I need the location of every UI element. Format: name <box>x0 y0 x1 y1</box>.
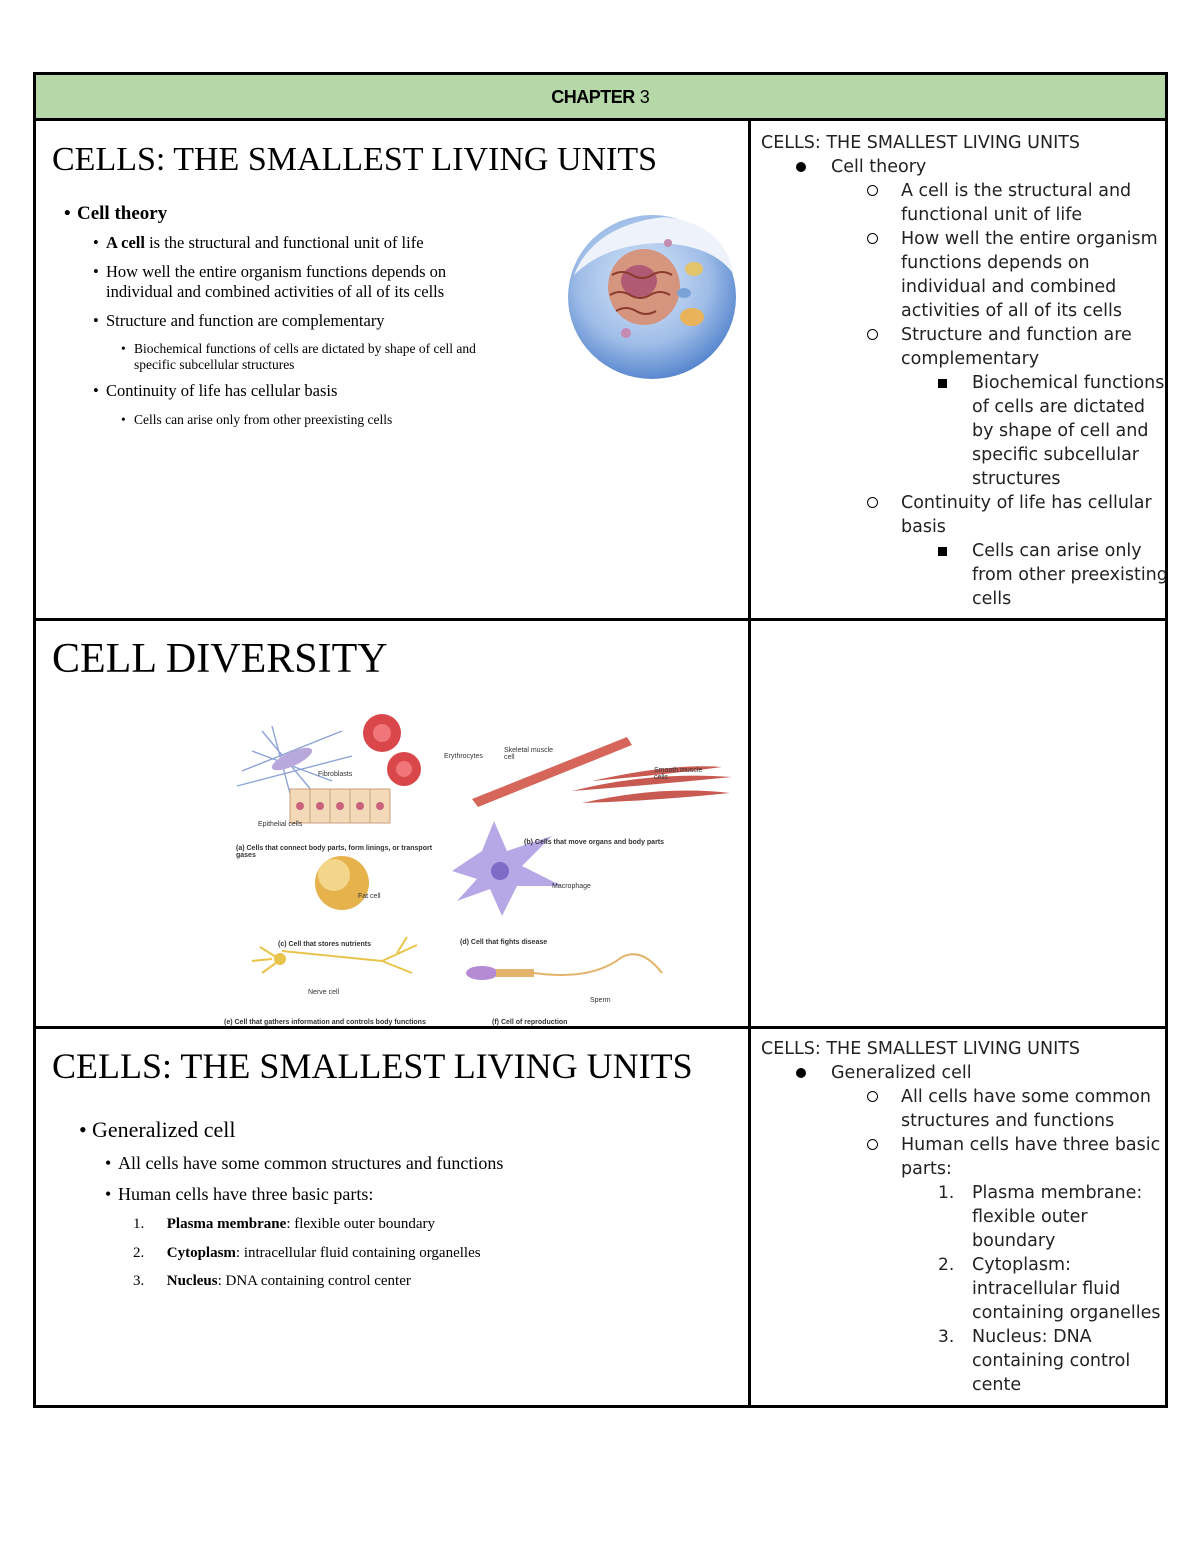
circle-bullet-icon <box>867 1091 878 1102</box>
notes-cell-theory: CELLS: THE SMALLEST LIVING UNITS Cell th… <box>751 121 1165 618</box>
slide-generalized-cell: CELLS: THE SMALLEST LIVING UNITS General… <box>36 1029 748 1405</box>
slide-bullet: A cell is the structural and functional … <box>93 233 424 253</box>
figure-caption: (c) Cell that stores nutrients <box>278 941 371 948</box>
notes-item: Continuity of life has cellular basis <box>867 491 1165 539</box>
notes-title: CELLS: THE SMALLEST LIVING UNITS <box>761 133 1081 153</box>
notes-item: Cell theory <box>796 155 1165 179</box>
slide-title: CELL DIVERSITY <box>52 636 388 682</box>
slide-bullet: All cells have some common structures an… <box>105 1153 503 1174</box>
chapter-number: 3 <box>639 87 650 107</box>
circle-bullet-icon <box>867 1139 878 1150</box>
figure-caption: (f) Cell of reproduction <box>492 1019 568 1026</box>
notes-numbered-item: 2.Cytoplasm: intracellular fluid contain… <box>938 1255 1161 1323</box>
notes-table: CHAPTER 3 CELLS: THE SMALLEST LIVING UNI… <box>33 72 1168 1408</box>
notes-numbered-item: 1.Plasma membrane: flexible outer bounda… <box>938 1183 1143 1251</box>
chapter-header: CHAPTER 3 <box>36 75 1165 121</box>
slide-subbullet: Biochemical functions of cells are dicta… <box>121 341 476 357</box>
slide-title: CELLS: THE SMALLEST LIVING UNITS <box>52 1046 693 1086</box>
cell-label: Skeletal muscle cell <box>504 747 554 761</box>
slide-numbered-item: 3. Nucleus: DNA containing control cente… <box>133 1273 411 1289</box>
cell-label: Fat cell <box>358 893 381 900</box>
notes-item: Generalized cell <box>796 1061 1165 1085</box>
cell-label: Macrophage <box>552 883 591 890</box>
slide-bullet: How well the entire organism functions d… <box>93 262 446 282</box>
cell-label: Nerve cell <box>308 989 340 996</box>
circle-bullet-icon <box>867 233 878 244</box>
figure-caption: (a) Cells that connect body parts, form … <box>236 845 433 859</box>
notes-generalized-cell: CELLS: THE SMALLEST LIVING UNITS General… <box>751 1029 1165 1405</box>
notes-item: Cells can arise only from other preexist… <box>938 539 1165 611</box>
generalized-cell-illustration <box>568 215 736 379</box>
notes-item: Structure and function are complementary <box>867 323 1165 371</box>
slide-cell-theory: CELLS: THE SMALLEST LIVING UNITS Cell th… <box>36 121 748 618</box>
figure-caption: (d) Cell that fights disease <box>460 939 548 946</box>
slide-title: CELLS: THE SMALLEST LIVING UNITS <box>52 141 658 178</box>
disc-bullet-icon <box>796 162 806 172</box>
figure-caption: (e) Cell that gathers information and co… <box>224 1019 426 1026</box>
circle-bullet-icon <box>867 185 878 196</box>
square-bullet-icon <box>938 547 947 556</box>
slide-numbered-item: 2. Cytoplasm: intracellular fluid contai… <box>133 1245 481 1261</box>
figure-caption: (b) Cells that move organs and body part… <box>524 839 665 846</box>
row-divider-1 <box>36 618 1165 621</box>
slide-subbullet: Cells can arise only from other preexist… <box>121 412 392 428</box>
notes-cell-empty <box>751 621 1165 1026</box>
cell-label: Epithelial cells <box>258 821 303 828</box>
notes-item: How well the entire organism functions d… <box>867 227 1165 323</box>
slide-bullet: Structure and function are complementary <box>93 311 385 331</box>
slide-bullet: Continuity of life has cellular basis <box>93 381 337 401</box>
notes-numbered-item: 3.Nucleus: DNA containing control cente <box>938 1327 1131 1395</box>
circle-bullet-icon <box>867 497 878 508</box>
slide-heading: Cell theory <box>64 203 167 225</box>
disc-bullet-icon <box>796 1068 806 1078</box>
cell-label: Erythrocytes <box>444 753 483 760</box>
cell-types-illustration <box>236 714 732 980</box>
slide-bullet: Human cells have three basic parts: <box>105 1184 373 1205</box>
slide-heading: Generalized cell <box>79 1117 235 1143</box>
notes-title: CELLS: THE SMALLEST LIVING UNITS <box>761 1039 1081 1059</box>
notes-item: Human cells have three basic parts: <box>867 1133 1165 1181</box>
notes-item: All cells have some common structures an… <box>867 1085 1165 1133</box>
notes-item: A cell is the structural and functional … <box>867 179 1165 227</box>
chapter-label: CHAPTER <box>551 87 635 107</box>
row-divider-2 <box>36 1026 1165 1029</box>
cell-label: Smooth muscle cells <box>654 767 703 781</box>
cell-label: Fibroblasts <box>318 771 353 778</box>
slide-cell-diversity: CELL DIVERSITY <box>36 621 748 1026</box>
notes-item: Biochemical functions of cells are dicta… <box>938 371 1165 491</box>
column-divider <box>748 121 751 1408</box>
square-bullet-icon <box>938 379 947 388</box>
slide-subbullet-cont: specific subcellular structures <box>134 357 295 372</box>
circle-bullet-icon <box>867 329 878 340</box>
cell-label: Sperm <box>590 997 611 1004</box>
slide-bullet-cont: individual and combined activities of al… <box>106 282 445 301</box>
slide-numbered-item: 1. Plasma membrane: flexible outer bound… <box>133 1216 436 1232</box>
